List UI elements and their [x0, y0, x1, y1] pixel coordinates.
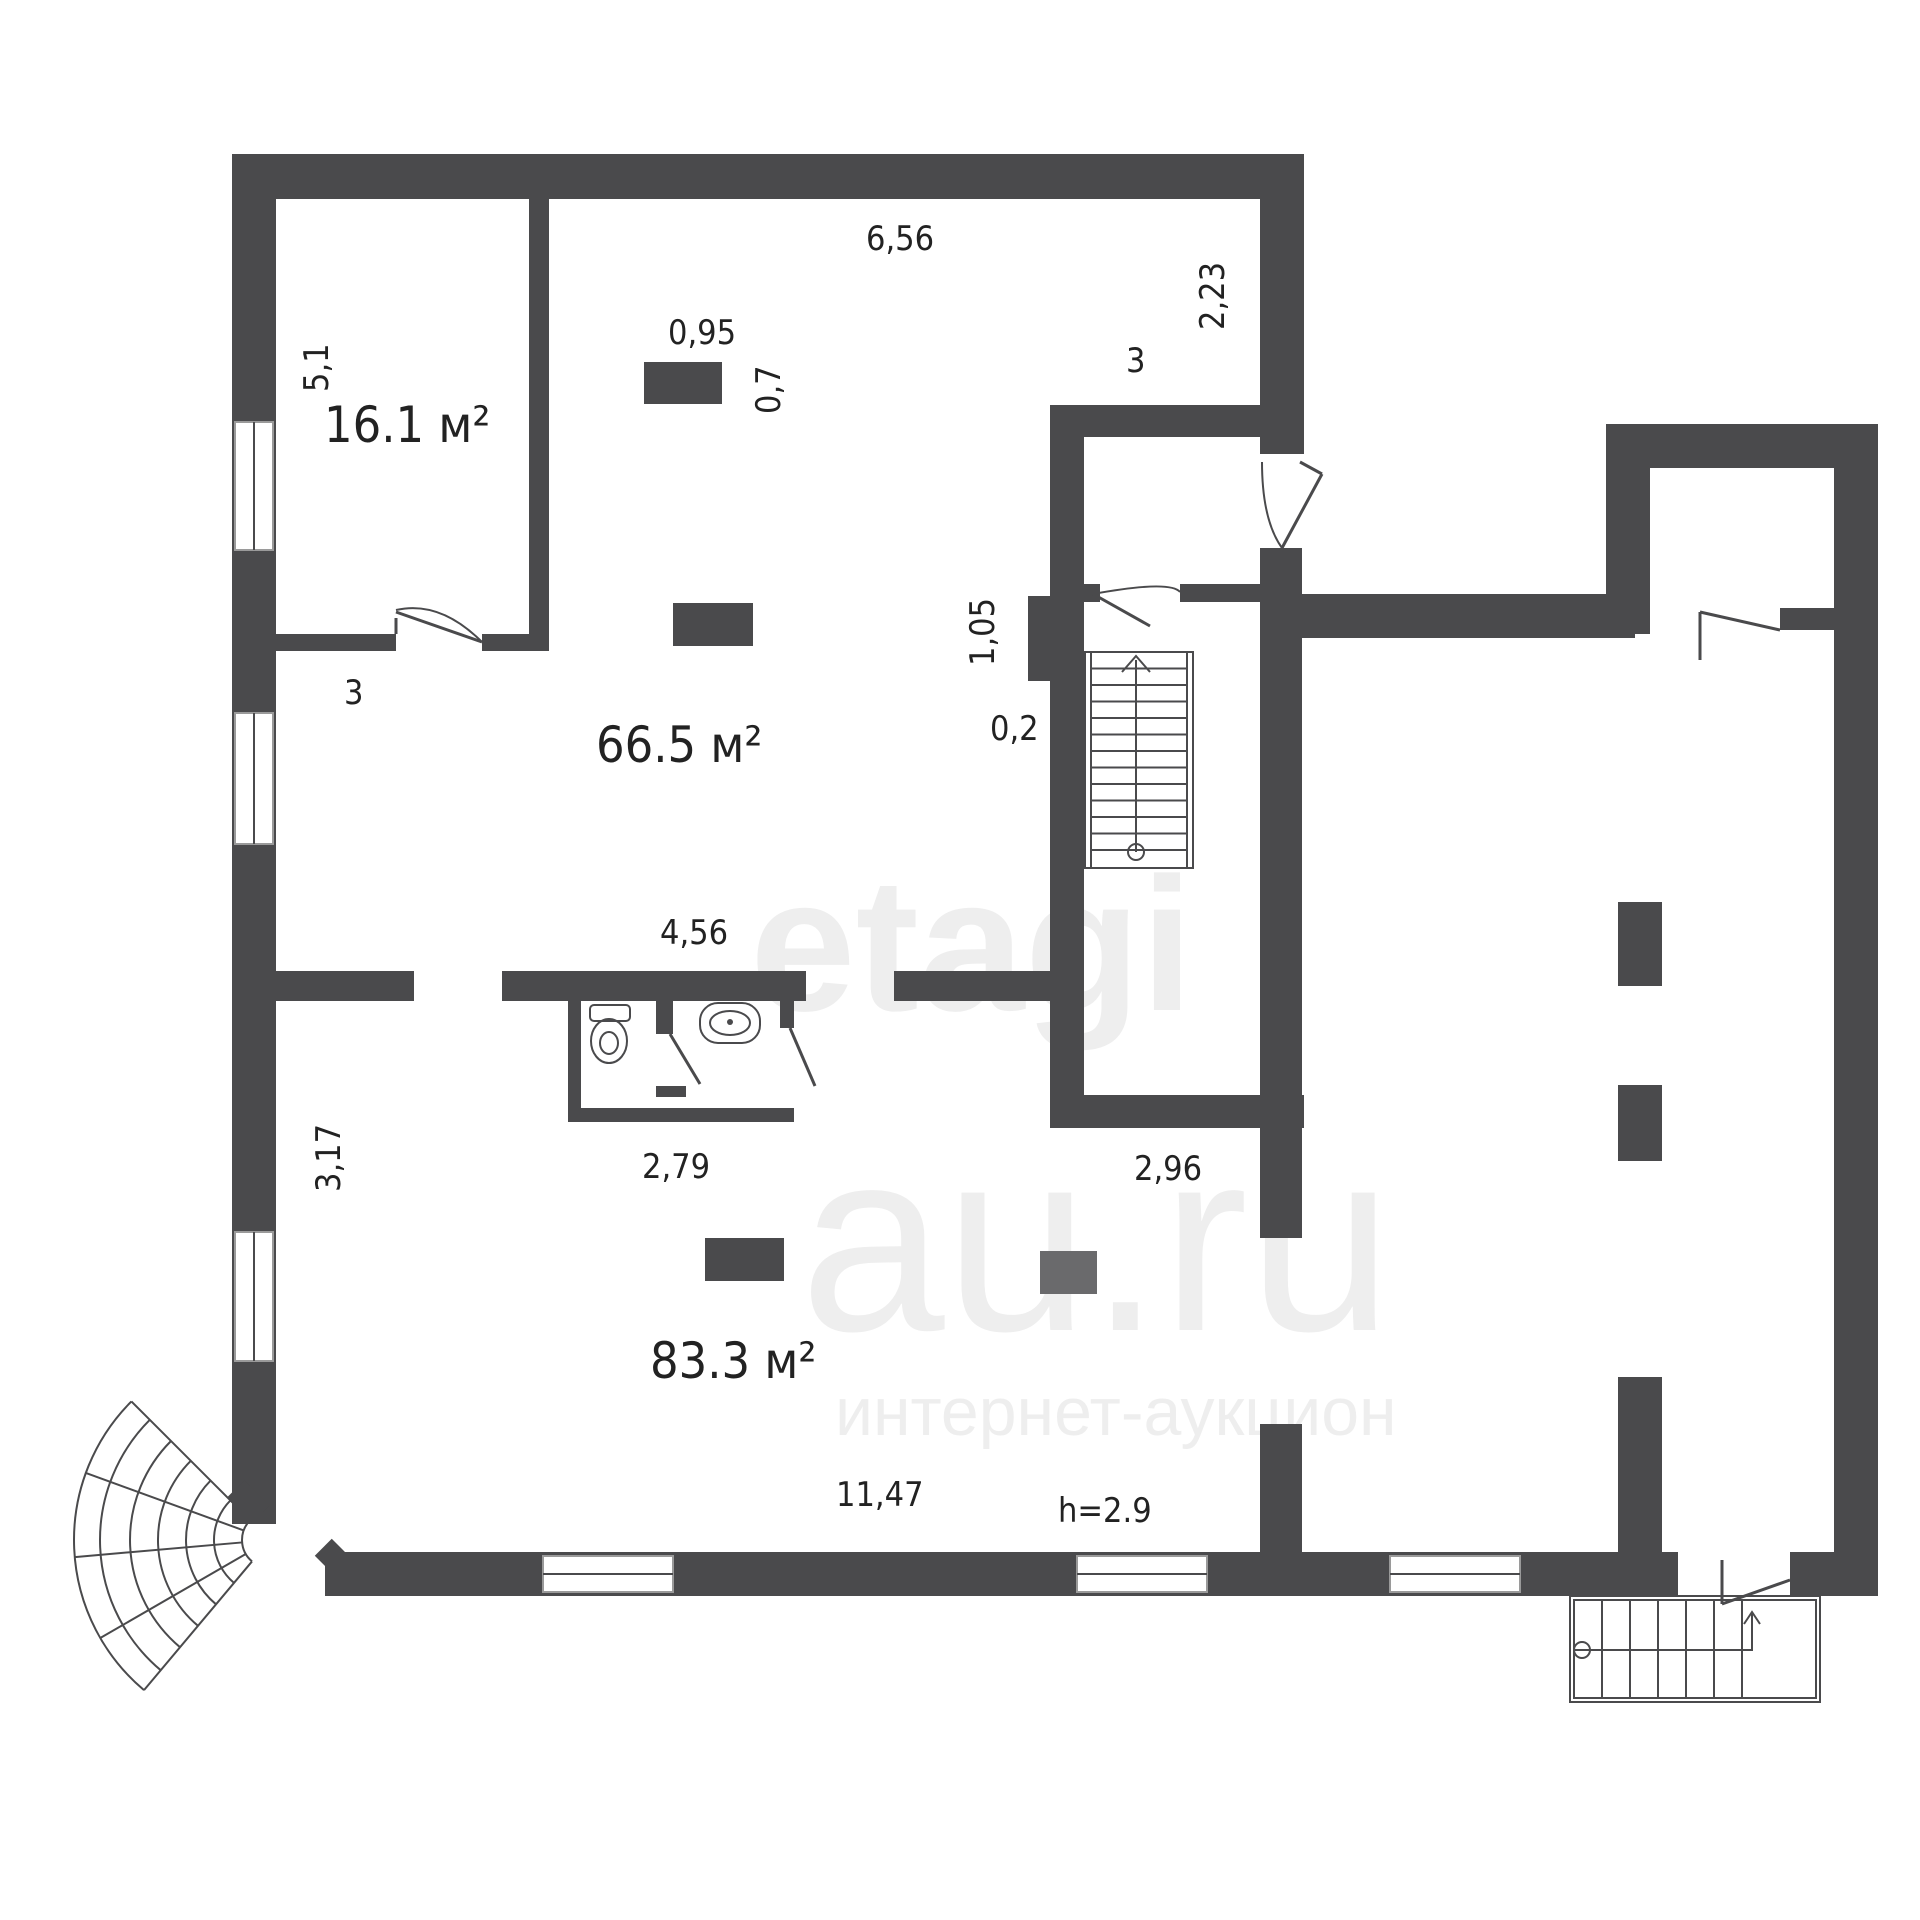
- dim-right-depth: 2,23: [1193, 262, 1233, 330]
- right-col-c: [1618, 1377, 1662, 1552]
- dim-top-width: 6,56: [866, 219, 934, 259]
- dim-office-height: 5,1: [297, 343, 337, 392]
- mid-wall-c: [894, 971, 1054, 1001]
- stair-top-wall: [1050, 405, 1304, 437]
- column-3: [705, 1238, 784, 1281]
- dim-stair-width: 1,05: [963, 598, 1003, 666]
- area-main: 83.3 м²: [650, 1332, 816, 1390]
- spiral-arc: [129, 1440, 181, 1648]
- wall-top: [232, 154, 1304, 199]
- divider-wall-b: [1260, 1424, 1302, 1574]
- watermark-tagline: интернет-аукцион: [835, 1374, 1397, 1450]
- spiral-tread: [99, 1553, 247, 1639]
- wall-far-top: [1606, 424, 1878, 468]
- ext-stair-outline: [1569, 1595, 1821, 1703]
- wc-partition-low: [656, 1086, 686, 1097]
- interior-stair: [1084, 651, 1194, 869]
- spiral-arc: [73, 1400, 145, 1691]
- dim-column-w: 0,95: [668, 313, 736, 353]
- wall-far-right: [1834, 424, 1878, 1596]
- alcove-door: [1698, 610, 1781, 660]
- office-bottom-wall-a: [276, 634, 396, 651]
- spiral-tread: [143, 1560, 253, 1691]
- wc-door: [668, 1027, 817, 1087]
- wc-block: [568, 1001, 817, 1122]
- room-areas: 16.1 м² 66.5 м² 83.3 м²: [324, 396, 816, 1390]
- watermark-brand: etagi: [750, 839, 1193, 1051]
- interior-walls: [276, 199, 1662, 1574]
- dim-ceiling: h=2.9: [1058, 1491, 1152, 1531]
- spiral-tread: [74, 1541, 243, 1559]
- dim-wall-gap: 0,2: [990, 709, 1039, 749]
- spiral-jamb-b: [314, 1538, 358, 1582]
- dim-office-width: 3: [344, 673, 363, 713]
- sink-icon: [699, 1002, 761, 1044]
- stair-room-top-a: [1084, 584, 1100, 602]
- spiral-arc: [212, 1499, 235, 1584]
- divider-wall-a: [1260, 548, 1302, 1238]
- spiral-tread: [85, 1472, 245, 1532]
- dim-wc-width: 2,79: [642, 1147, 710, 1187]
- column-4: [1040, 1251, 1097, 1294]
- dim-corridor: 4,56: [660, 913, 728, 953]
- dim-bottom-width: 11,47: [836, 1475, 924, 1515]
- mid-wall-a: [276, 971, 414, 1001]
- office-right-wall: [529, 199, 549, 651]
- area-office: 16.1 м²: [324, 396, 490, 454]
- dim-column-h: 0,7: [749, 365, 789, 414]
- stair-room-top-b: [1180, 584, 1260, 602]
- wc-partition: [656, 1001, 673, 1034]
- office-bottom-wall-b: [482, 634, 549, 651]
- dim-bay-width: 2,96: [1134, 1149, 1202, 1189]
- stair-treads: [1091, 667, 1187, 851]
- mid-wall-b: [502, 971, 806, 1001]
- doors: [394, 460, 1791, 1606]
- dimension-labels: 6,56 0,95 0,7 2,23 3 5,1 3 1,05 0,2 4,56…: [297, 219, 1233, 1531]
- toilet-icon: [589, 1004, 631, 1064]
- spiral-arc: [185, 1479, 217, 1606]
- right-col-b: [1618, 1085, 1662, 1161]
- wc-left-wall: [568, 1001, 581, 1122]
- watermark-site: au.ru: [800, 1096, 1393, 1386]
- dim-left-height: 3,17: [309, 1124, 349, 1192]
- dim-right-width: 3: [1126, 341, 1145, 381]
- stair-door: [1092, 585, 1181, 628]
- stair-left-wall: [1050, 405, 1084, 1128]
- wall-right-upper: [1260, 154, 1304, 454]
- wall-right-room-top: [1260, 594, 1635, 638]
- column-1: [644, 362, 722, 404]
- spiral-jamb-a: [227, 1480, 270, 1523]
- spiral-tread: [130, 1400, 251, 1521]
- columns: [644, 362, 1097, 1294]
- corridor-door: [1261, 460, 1324, 549]
- spiral-arc: [157, 1460, 199, 1627]
- spiral-stair: [73, 1400, 253, 1691]
- spiral-arc: [99, 1419, 162, 1671]
- column-2: [673, 603, 753, 646]
- right-col-a: [1618, 902, 1662, 986]
- office-door: [394, 607, 483, 644]
- wall-alcove-bottom: [1780, 608, 1840, 630]
- spiral-arc: [241, 1519, 253, 1563]
- entry-door: [1720, 1560, 1791, 1606]
- exterior-stair: [1569, 1595, 1821, 1703]
- area-hall: 66.5 м²: [596, 716, 762, 774]
- wc-right-jamb: [780, 1001, 794, 1028]
- stair-jamb: [1028, 596, 1060, 681]
- windows: [234, 421, 1521, 1593]
- wc-bottom-wall: [568, 1108, 794, 1122]
